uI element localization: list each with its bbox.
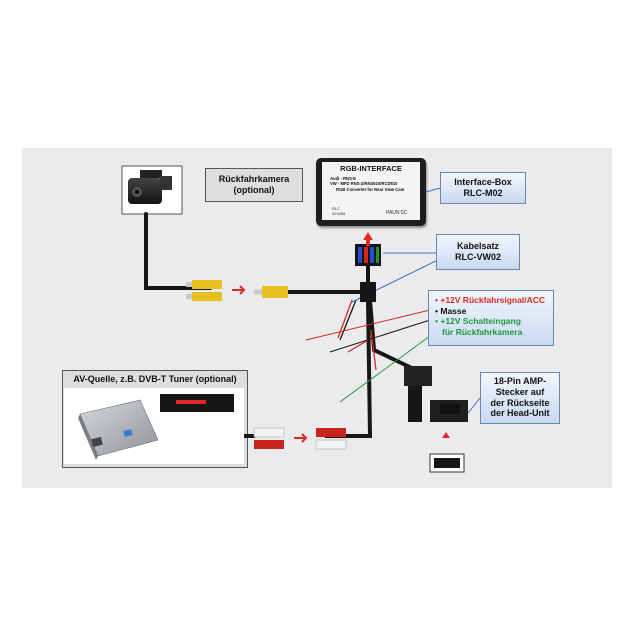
- interface-box-line: RGB Converter for Rear View Cam: [336, 186, 405, 192]
- legend-text: Masse: [440, 305, 467, 316]
- interface-box: RGB-INTERFACE Audi - RNS-E VW - MFD RNS-…: [316, 158, 426, 226]
- wire-legend: • +12V Rückfahrsignal/ACC • Masse • +12V…: [428, 290, 554, 346]
- interface-box-title: RGB-INTERFACE: [340, 164, 402, 173]
- legend-item: • +12V Schalteingang: [435, 316, 547, 327]
- amp-label-line: Stecker auf: [495, 386, 545, 397]
- interface-label: Interface-Box RLC-M02: [440, 172, 526, 204]
- camera-label: Rückfahrkamera (optional): [205, 168, 303, 202]
- camera-label-line: (optional): [233, 185, 275, 196]
- legend-bullet: •: [435, 316, 438, 327]
- cable-label: Kabelsatz RLC-VW02: [436, 234, 520, 270]
- legend-item: für Rückfahrkamera: [435, 327, 547, 338]
- av-source-box: AV-Quelle, z.B. DVB-T Tuner (optional): [62, 370, 248, 468]
- interface-box-brand: PAUN'SC: [386, 210, 408, 216]
- amp-label-line: der Head-Unit: [490, 408, 550, 419]
- amp-label-line: 18-Pin AMP-: [493, 376, 547, 386]
- legend-text: für Rückfahrkamera: [442, 326, 523, 337]
- legend-text: +12V Schalteingang: [440, 316, 521, 327]
- amp-label-line: der Rückseite: [490, 397, 550, 408]
- camera-label-line: Rückfahrkamera: [218, 174, 290, 184]
- interface-label-line: RLC-M02: [463, 188, 503, 199]
- legend-bullet: •: [435, 305, 438, 316]
- cable-label-line: Kabelsatz: [456, 241, 500, 251]
- interface-label-line: Interface-Box: [454, 177, 512, 187]
- av-source-label: AV-Quelle, z.B. DVB-T Tuner (optional): [73, 374, 237, 384]
- cable-label-line: RLC-VW02: [454, 252, 501, 263]
- interface-box-line: Audi - RNS-E: [330, 176, 357, 181]
- legend-item: • +12V Rückfahrsignal/ACC: [435, 295, 547, 306]
- amp-label: 18-Pin AMP- Stecker auf der Rückseite de…: [480, 372, 560, 424]
- legend-bullet: •: [435, 295, 438, 305]
- interface-box-serial: RLC 023456: [332, 206, 346, 216]
- legend-text: +12V Rückfahrsignal/ACC: [440, 295, 545, 305]
- legend-item: • Masse: [435, 306, 547, 317]
- interface-box-line: VW - MFD RNS-2/RNS510/RCD510: [330, 181, 398, 187]
